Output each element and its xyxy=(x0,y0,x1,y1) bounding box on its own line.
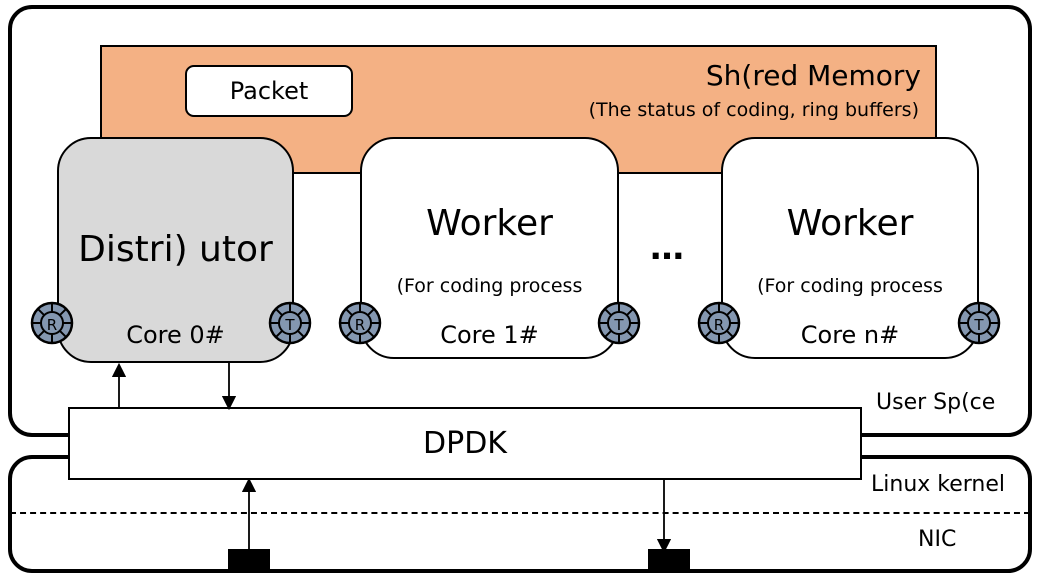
shared-memory-title: Sh(red Memory xyxy=(705,59,921,92)
worker-1-subtitle: (For coding process xyxy=(396,275,583,297)
svg-text:R: R xyxy=(355,316,365,334)
worker-core-n: Worker (For coding process Core n# xyxy=(721,137,979,359)
more-workers-ellipsis: … xyxy=(650,228,685,268)
worker-n-tx-port-icon: T xyxy=(957,301,1001,345)
distributor-core: Distri) utor Core 0# xyxy=(57,137,294,363)
dpdk-box: DPDK xyxy=(68,407,862,480)
worker-n-title: Worker xyxy=(786,203,914,244)
distributor-rx-port-icon: R xyxy=(30,301,74,345)
kernel-nic-divider xyxy=(10,512,1030,514)
worker-n-core-label: Core n# xyxy=(800,321,900,349)
worker-1-rx-port-icon: R xyxy=(338,301,382,345)
distributor-title: Distri) utor xyxy=(78,229,273,270)
worker-1-tx-port-icon: T xyxy=(597,301,641,345)
svg-text:T: T xyxy=(613,316,624,334)
svg-text:T: T xyxy=(973,316,984,334)
worker-n-rx-port-icon: R xyxy=(697,301,741,345)
linux-kernel-label: Linux kernel xyxy=(871,472,1006,497)
packet-label: Packet xyxy=(229,77,309,105)
user-space-label: User Sp(ce xyxy=(876,390,996,415)
packet-box: Packet xyxy=(185,65,353,117)
worker-n-subtitle: (For coding process xyxy=(757,275,943,297)
distributor-core-label: Core 0# xyxy=(126,321,225,349)
nic-label: NIC xyxy=(918,527,957,552)
nic-tx-port xyxy=(648,549,690,571)
worker-core-1: Worker (For coding process Core 1# xyxy=(360,137,619,359)
dpdk-label: DPDK xyxy=(423,426,507,461)
nic-rx-port xyxy=(228,549,270,571)
svg-text:R: R xyxy=(47,316,57,334)
svg-text:R: R xyxy=(714,316,724,334)
worker-1-title: Worker xyxy=(426,203,553,244)
shared-memory-subtitle: (The status of coding, ring buffers) xyxy=(588,99,919,121)
worker-1-core-label: Core 1# xyxy=(440,321,539,349)
svg-text:T: T xyxy=(284,316,295,334)
distributor-tx-port-icon: T xyxy=(268,301,312,345)
